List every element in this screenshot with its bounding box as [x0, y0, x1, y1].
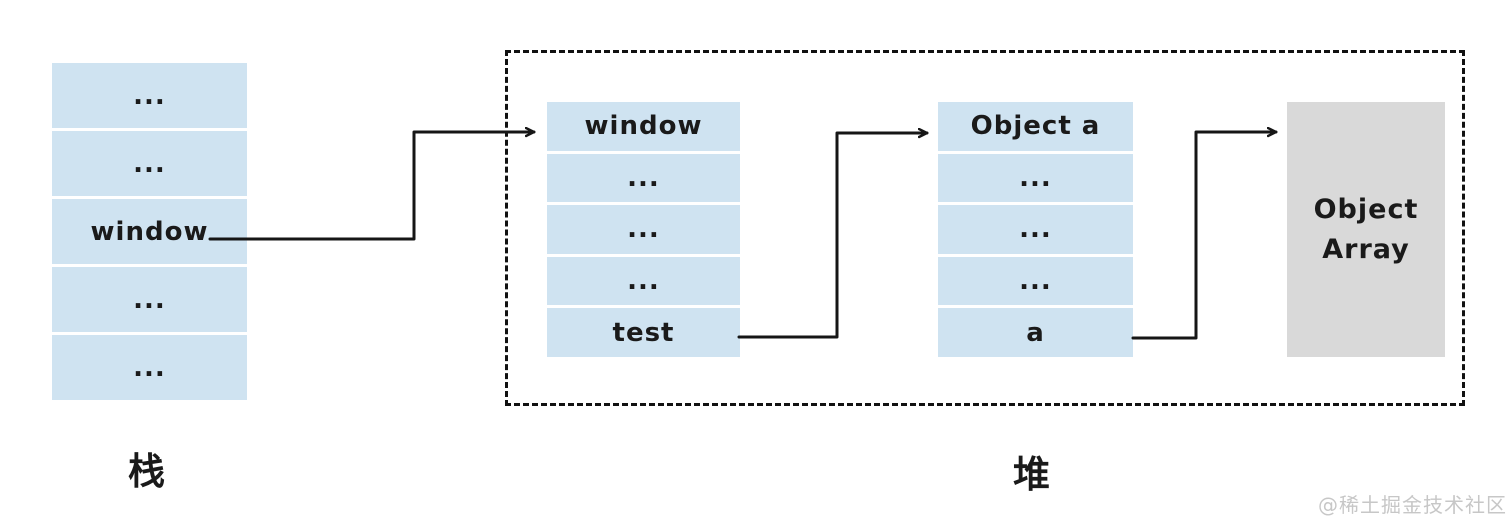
heap-object-a-cell-a: a — [938, 308, 1133, 357]
stack-cell-ellipsis: ... — [52, 335, 247, 400]
stack-cell-ellipsis: ... — [52, 63, 247, 128]
stack-cell-ellipsis: ... — [52, 131, 247, 196]
watermark-text: @稀土掘金技术社区 — [1318, 493, 1507, 517]
heap-window-cell-test: test — [547, 308, 740, 357]
heap-object-a-cell-ellipsis: ... — [938, 153, 1133, 203]
arrow-stack-window-to-heap-window — [208, 132, 536, 241]
heap-object-a-cell-title: Object a — [938, 102, 1133, 151]
heap-region-label: 堆 — [1013, 453, 1050, 496]
heap-object-a-cell-ellipsis: ... — [938, 205, 1133, 254]
heap-window-cell-title: window — [547, 102, 740, 151]
object-array-label-line1: Object — [1313, 194, 1419, 226]
stack-cell-window: window — [52, 199, 247, 264]
heap-object-a-cell-ellipsis: ... — [938, 256, 1133, 306]
stack-region-label: 栈 — [128, 450, 165, 493]
heap-object-array-box: Object Array — [1287, 102, 1445, 357]
stack-cell-ellipsis: ... — [52, 267, 247, 332]
object-array-label-line2: Array — [1322, 233, 1410, 265]
heap-window-cell-ellipsis: ... — [547, 153, 740, 203]
heap-object-a-table: Object a ... ... ... a — [938, 102, 1133, 357]
heap-window-object-table: window ... ... ... test — [547, 102, 740, 357]
stack-table: ... ... window ... ... — [52, 63, 247, 400]
heap-window-cell-ellipsis: ... — [547, 205, 740, 254]
heap-window-cell-ellipsis: ... — [547, 256, 740, 306]
